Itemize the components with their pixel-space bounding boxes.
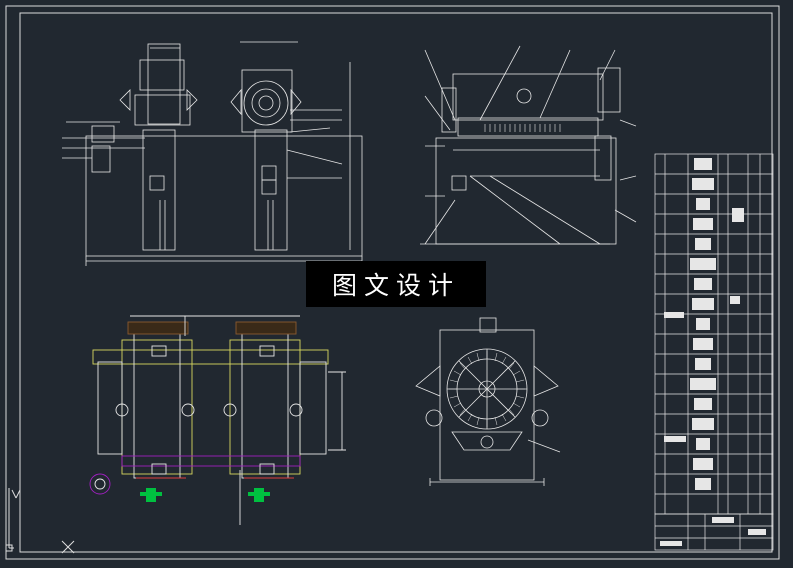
sheet-border bbox=[5, 5, 780, 560]
parts-list-table bbox=[654, 153, 774, 515]
side-view-rollers bbox=[484, 124, 561, 132]
parts-list-text-marks bbox=[664, 158, 744, 490]
title-block bbox=[654, 513, 774, 551]
ucs-axis-icon bbox=[5, 488, 75, 554]
section-view-coil bbox=[449, 351, 525, 427]
front-view bbox=[62, 41, 363, 266]
title-block-text-marks bbox=[660, 517, 766, 546]
side-view bbox=[420, 45, 637, 245]
section-view bbox=[415, 317, 561, 486]
top-view-green-parts bbox=[140, 488, 270, 502]
top-view bbox=[89, 315, 346, 525]
watermark-label: 图文设计 bbox=[306, 261, 486, 307]
